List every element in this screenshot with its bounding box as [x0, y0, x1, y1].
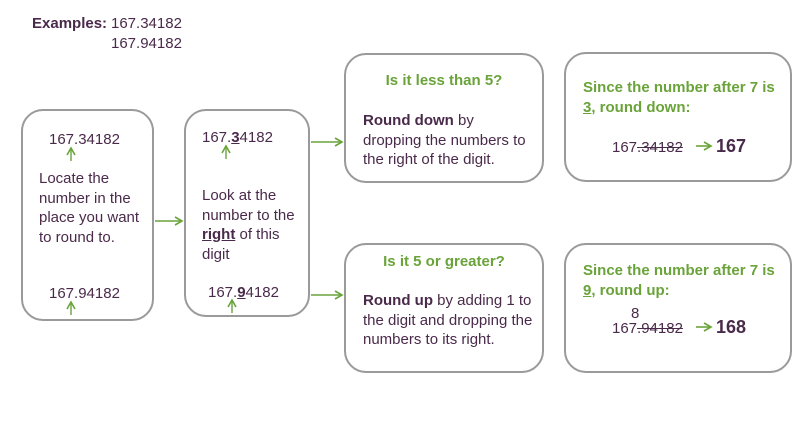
- look-bottom-digit: 9: [237, 284, 246, 301]
- round-down-example-box: Since the number after 7 is 3, round dow…: [564, 52, 792, 182]
- round-up-example-number: 167.94182: [612, 320, 683, 337]
- look-top-number: 167.34182: [202, 129, 273, 146]
- locate-step-box: 167.34182 Locate the number in the place…: [21, 109, 154, 321]
- locate-top-number: 167.34182: [49, 131, 120, 148]
- look-top-digit: 3: [231, 129, 240, 146]
- round-down-result: 167: [716, 136, 747, 156]
- round-down-example-number: 167.34182: [612, 139, 683, 156]
- carry-digit: 8: [631, 305, 640, 322]
- round-up-result: 168: [716, 317, 747, 337]
- round-up-rule: Round up by adding 1 to the digit and dr…: [363, 292, 533, 348]
- locate-bottom-number: 167.94182: [49, 285, 120, 302]
- examples-block: Examples:: [32, 14, 107, 34]
- round-down-rule: Round down by dropping the numbers to th…: [363, 112, 526, 168]
- five-or-greater-box: Is it 5 or greater? Round up by adding 1…: [344, 243, 544, 373]
- example-number-1: 167.34182: [111, 15, 182, 32]
- less-than-five-title: Is it less than 5?: [385, 72, 503, 89]
- look-right-step-box: 167.34182 Look at the number to the righ…: [184, 109, 310, 317]
- round-up-example-digit: 9: [583, 281, 592, 299]
- round-up-example-title: Since the number after 7 is 9, round up:: [583, 262, 775, 299]
- five-or-greater-title: Is it 5 or greater?: [383, 253, 505, 270]
- dropped-digits: .34182: [637, 139, 683, 156]
- example-number-2: 167.94182: [111, 35, 182, 52]
- locate-instruction: Locate the number in the place you want …: [39, 170, 140, 246]
- round-down-example-digit: 3: [583, 98, 592, 116]
- less-than-five-box: Is it less than 5? Round down by droppin…: [344, 53, 544, 183]
- look-instruction: Look at the number to the right of this …: [202, 187, 295, 263]
- right-emphasis: right: [202, 226, 236, 243]
- round-up-example-box: Since the number after 7 is 9, round up:…: [564, 243, 792, 373]
- examples-label: Examples:: [32, 15, 108, 32]
- round-down-example-title: Since the number after 7 is 3, round dow…: [583, 79, 775, 116]
- look-bottom-number: 167.94182: [208, 284, 279, 301]
- dropped-digits: .94182: [637, 320, 683, 337]
